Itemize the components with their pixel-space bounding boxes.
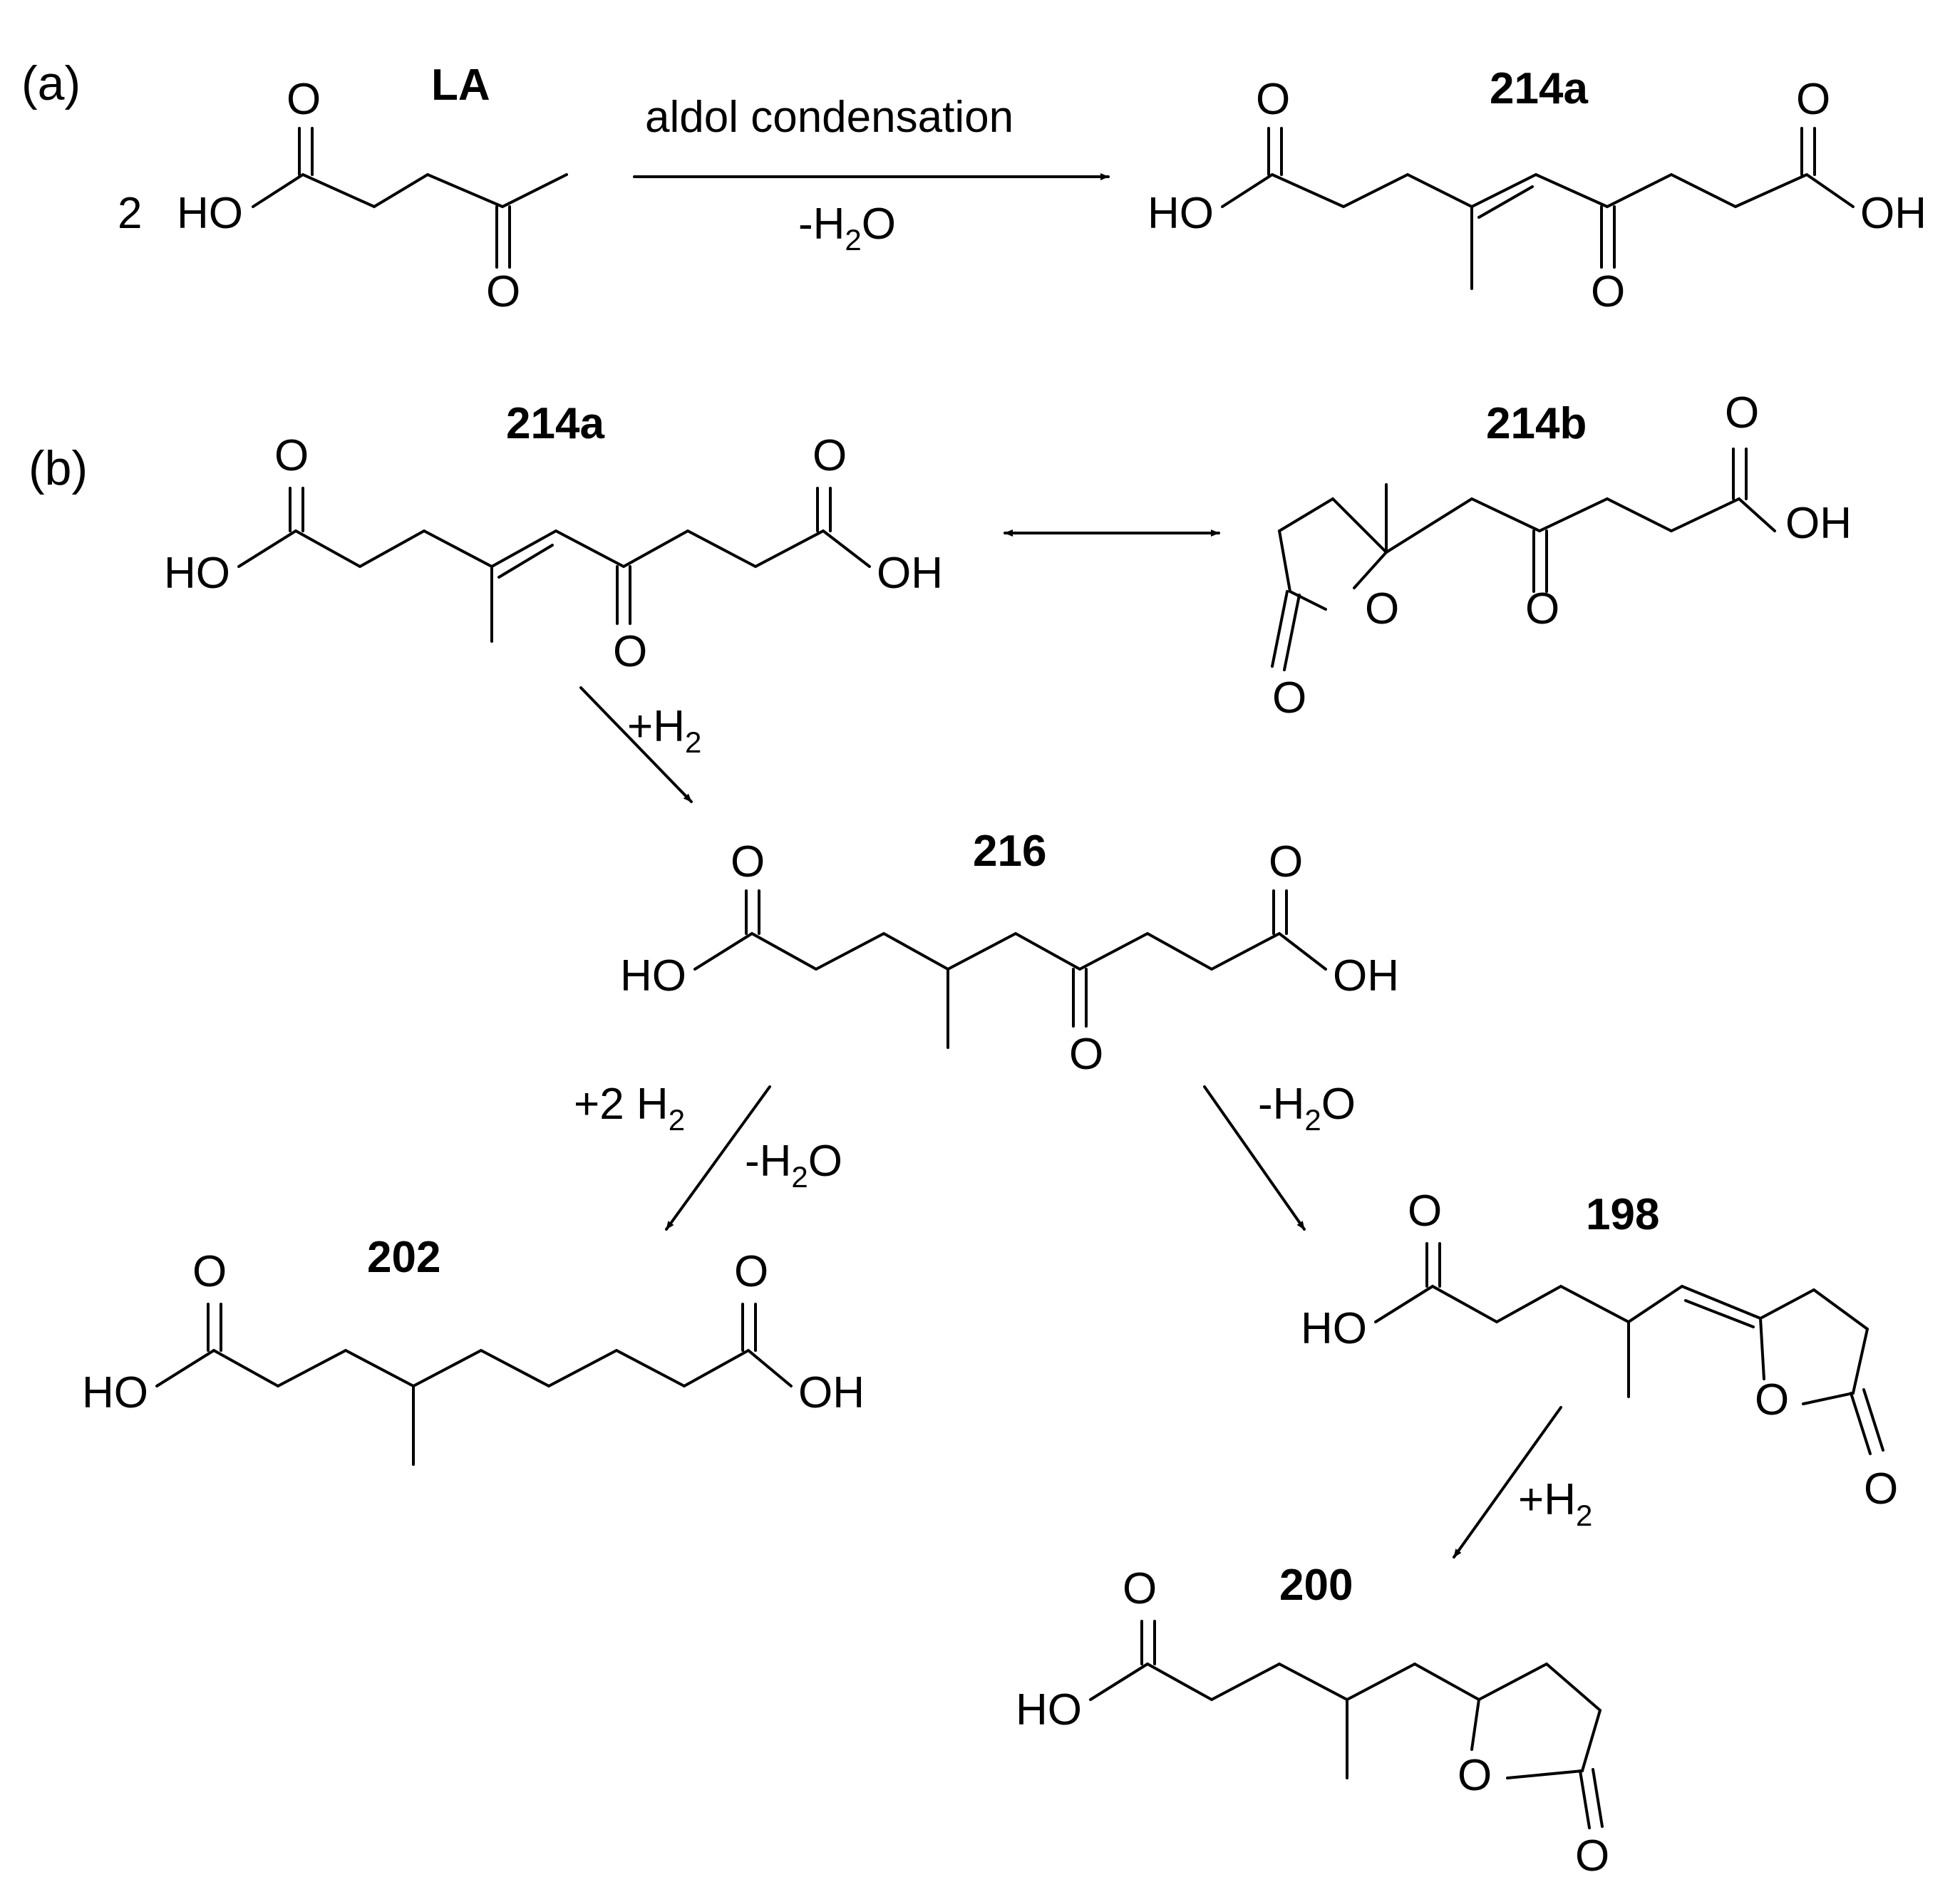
compound-label-198: 198: [1586, 1190, 1659, 1239]
panel-label-b: (b): [29, 441, 88, 495]
compound-label-214a: 214a: [506, 399, 604, 448]
hydroxyl-label: OH: [877, 549, 943, 598]
condition-add-h2: +H2: [627, 702, 701, 759]
reaction-arrow-aldol: aldol condensation -H2O: [633, 93, 1110, 257]
reaction-arrow-hydrogenation: +H2: [579, 686, 701, 803]
ketone-oxygen-label: O: [1525, 584, 1559, 634]
compound-label-214b: 214b: [1486, 399, 1587, 448]
hydroxyl-label: HO: [82, 1368, 148, 1417]
ring-oxygen-label: O: [1365, 584, 1399, 634]
hydroxyl-label: HO: [1301, 1304, 1367, 1353]
carbonyl-oxygen-label: O: [734, 1247, 768, 1296]
compound-214b: 214b O O O O OH: [1271, 388, 1852, 723]
compound-214a: 214a HO O O O OH: [164, 399, 943, 676]
carbonyl-oxygen-label: O: [192, 1247, 227, 1296]
hydroxyl-label: HO: [1016, 1685, 1082, 1735]
stoichiometric-coefficient: 2: [118, 189, 142, 238]
compound-la: 2 LA HO O O: [118, 61, 568, 316]
compound-label-200: 200: [1279, 1561, 1353, 1610]
compound-label-216: 216: [973, 827, 1046, 876]
compound-label-202: 202: [367, 1233, 440, 1282]
compound-200: 200 HO O O O: [1016, 1561, 1609, 1881]
compound-202: 202 HO O O OH: [82, 1233, 865, 1466]
reaction-arrow-to-198: -H2O: [1203, 1080, 1356, 1231]
hydroxyl-label: OH: [1785, 499, 1852, 548]
ring-oxygen-label: O: [1458, 1751, 1492, 1800]
carbonyl-oxygen-label: O: [1725, 388, 1759, 438]
hydroxyl-label: OH: [1333, 951, 1399, 1001]
condition-water-loss: -H2O: [745, 1137, 842, 1194]
ketone-oxygen-label: O: [613, 627, 647, 676]
compound-198: 198 HO O O O: [1301, 1187, 1898, 1514]
condition-add-h2: +H2: [1518, 1475, 1592, 1532]
carbonyl-oxygen-label: O: [1256, 75, 1290, 124]
carbonyl-oxygen-label: O: [274, 431, 309, 480]
reaction-arrow-to-200: +H2: [1453, 1406, 1592, 1559]
panel-label-a: (a): [21, 56, 81, 110]
condition-aldol: aldol condensation: [645, 93, 1013, 142]
hydroxyl-label: OH: [798, 1368, 865, 1417]
lactone-oxygen-label: O: [1864, 1464, 1898, 1514]
compound-216: 216 HO O O O OH: [620, 827, 1399, 1079]
carbonyl-oxygen-label: O: [1796, 75, 1830, 124]
ketone-oxygen-label: O: [1069, 1030, 1103, 1079]
hydroxyl-label: OH: [1860, 189, 1927, 238]
carbonyl-oxygen-label: O: [287, 75, 321, 124]
hydroxyl-label: HO: [620, 951, 686, 1001]
carbonyl-oxygen-label: O: [813, 431, 847, 480]
ketone-oxygen-label: O: [486, 267, 520, 316]
lactone-oxygen-label: O: [1272, 673, 1306, 723]
condition-water-loss: -H2O: [1258, 1080, 1356, 1137]
carbonyl-oxygen-label: O: [1408, 1187, 1442, 1236]
hydroxyl-label: HO: [164, 549, 230, 598]
hydroxyl-label: HO: [1147, 189, 1214, 238]
ring-oxygen-label: O: [1755, 1375, 1789, 1425]
compound-label-214a: 214a: [1490, 64, 1588, 113]
condition-water-loss: -H2O: [798, 200, 896, 257]
lactone-oxygen-label: O: [1575, 1831, 1609, 1881]
condition-add-2h2: +2 H2: [574, 1080, 685, 1137]
compound-214a-top: 214a HO O O O OH: [1147, 64, 1927, 316]
carbonyl-oxygen-label: O: [1269, 837, 1303, 887]
carbonyl-oxygen-label: O: [1123, 1564, 1157, 1613]
carbonyl-oxygen-label: O: [731, 837, 765, 887]
hydroxyl-label: HO: [177, 189, 243, 238]
ketone-oxygen-label: O: [1591, 267, 1625, 316]
compound-label-la: LA: [431, 61, 490, 110]
reaction-arrow-to-202: +2 H2 -H2O: [574, 1080, 842, 1231]
